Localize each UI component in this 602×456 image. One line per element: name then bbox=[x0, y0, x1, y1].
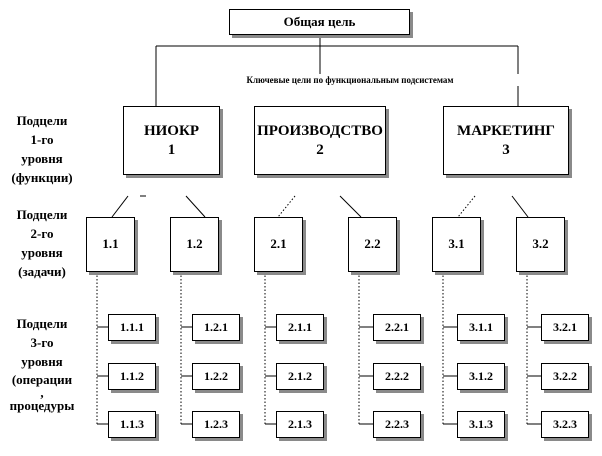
function-box-production: ПРОИЗВОДСТВО 2 bbox=[254, 106, 386, 175]
function-name: МАРКЕТИНГ bbox=[457, 122, 555, 139]
task-box: 2.2 bbox=[348, 217, 397, 272]
level-2-label-line: 2-го bbox=[30, 226, 54, 241]
level-3-label-line: Подцели bbox=[16, 316, 68, 331]
func2-to-task21 bbox=[277, 195, 296, 218]
operation-box: 1.2.1 bbox=[192, 314, 240, 341]
operation-box: 3.1.3 bbox=[457, 411, 505, 438]
level-2-label-line: Подцели bbox=[16, 207, 68, 222]
operation-label: 1.1.1 bbox=[120, 320, 144, 334]
operation-box: 3.2.2 bbox=[541, 363, 589, 390]
operation-box: 3.2.1 bbox=[541, 314, 589, 341]
operation-label: 2.2.2 bbox=[385, 369, 409, 383]
operation-label: 2.1.2 bbox=[288, 369, 312, 383]
root-goal-box: Общая цель bbox=[229, 9, 410, 35]
operation-box: 2.2.2 bbox=[373, 363, 421, 390]
operation-label: 3.1.1 bbox=[469, 320, 493, 334]
task-box: 1.2 bbox=[170, 217, 219, 272]
task-box: 1.1 bbox=[86, 217, 135, 272]
task-label: 2.1 bbox=[270, 236, 287, 252]
operation-label: 1.1.2 bbox=[120, 369, 144, 383]
function-number: 2 bbox=[316, 141, 324, 158]
operation-box: 2.1.2 bbox=[276, 363, 324, 390]
func2-to-task22 bbox=[339, 195, 362, 218]
operation-label: 3.2.3 bbox=[553, 417, 577, 431]
operation-label: 2.2.1 bbox=[385, 320, 409, 334]
level-3-label: Подцели 3-го уровня (операции , процедур… bbox=[2, 314, 82, 414]
level-2-label: Подцели 2-го уровня (задачи) bbox=[2, 205, 82, 281]
operation-box: 2.1.3 bbox=[276, 411, 324, 438]
operation-box: 1.1.2 bbox=[108, 363, 156, 390]
function-box-niokr: НИОКР 1 bbox=[123, 106, 220, 175]
operation-label: 1.1.3 bbox=[120, 417, 144, 431]
task-box: 3.2 bbox=[516, 217, 565, 272]
task-label: 2.2 bbox=[364, 236, 381, 252]
function-number: 1 bbox=[167, 141, 176, 158]
operation-label: 1.2.1 bbox=[204, 320, 228, 334]
func1-to-task11 bbox=[111, 195, 129, 218]
level-3-label-line: 3-го bbox=[30, 335, 54, 350]
operation-label: 1.2.3 bbox=[204, 417, 228, 431]
operation-label: 2.1.3 bbox=[288, 417, 312, 431]
operation-label: 1.2.2 bbox=[204, 369, 228, 383]
func3-to-task31 bbox=[457, 195, 476, 218]
operation-label: 2.2.3 bbox=[385, 417, 409, 431]
level-1-label: Подцели 1-го уровня (функции) bbox=[2, 111, 82, 187]
level-2-label-line: уровня bbox=[21, 245, 63, 260]
operation-box: 3.1.2 bbox=[457, 363, 505, 390]
task-label: 3.1 bbox=[448, 236, 465, 252]
operation-label: 3.1.3 bbox=[469, 417, 493, 431]
operation-box: 1.1.3 bbox=[108, 411, 156, 438]
level-3-label-line: процедуры bbox=[9, 398, 75, 413]
function-number: 3 bbox=[502, 141, 510, 158]
level-1-label-line: (функции) bbox=[11, 170, 73, 185]
operation-label: 3.1.2 bbox=[469, 369, 493, 383]
task-box: 3.1 bbox=[432, 217, 481, 272]
level-1-label-line: уровня bbox=[21, 151, 63, 166]
operation-box: 2.2.3 bbox=[373, 411, 421, 438]
func1-to-task12 bbox=[185, 195, 206, 218]
functional-subsystems-caption: Ключевые цели по функциональным подсисте… bbox=[180, 74, 520, 86]
task-label: 1.2 bbox=[186, 236, 203, 252]
operation-box: 1.2.2 bbox=[192, 363, 240, 390]
operation-box: 3.1.1 bbox=[457, 314, 505, 341]
level-2-label-line: (задачи) bbox=[18, 264, 66, 279]
operation-box: 1.2.3 bbox=[192, 411, 240, 438]
operation-box: 1.1.1 bbox=[108, 314, 156, 341]
task-label: 1.1 bbox=[102, 236, 119, 252]
function-name: НИОКР bbox=[143, 122, 200, 139]
function-name: ПРОИЗВОДСТВО bbox=[257, 122, 383, 139]
operation-box: 3.2.3 bbox=[541, 411, 589, 438]
operation-box: 2.1.1 bbox=[276, 314, 324, 341]
operation-label: 3.2.2 bbox=[553, 369, 577, 383]
level-3-label-line: , bbox=[40, 385, 44, 400]
task-label: 3.2 bbox=[532, 236, 549, 252]
function-box-marketing: МАРКЕТИНГ 3 bbox=[443, 106, 569, 175]
operation-label: 2.1.1 bbox=[288, 320, 312, 334]
root-goal-label: Общая цель bbox=[283, 13, 356, 29]
task-box: 2.1 bbox=[254, 217, 303, 272]
func3-to-task32 bbox=[511, 195, 529, 218]
operation-box: 2.2.1 bbox=[373, 314, 421, 341]
level-3-label-line: уровня bbox=[21, 354, 63, 369]
operation-label: 3.2.1 bbox=[553, 320, 577, 334]
level-1-label-line: 1-го bbox=[30, 132, 54, 147]
level-3-label-line: (операции bbox=[11, 372, 73, 387]
level-1-label-line: Подцели bbox=[16, 113, 68, 128]
